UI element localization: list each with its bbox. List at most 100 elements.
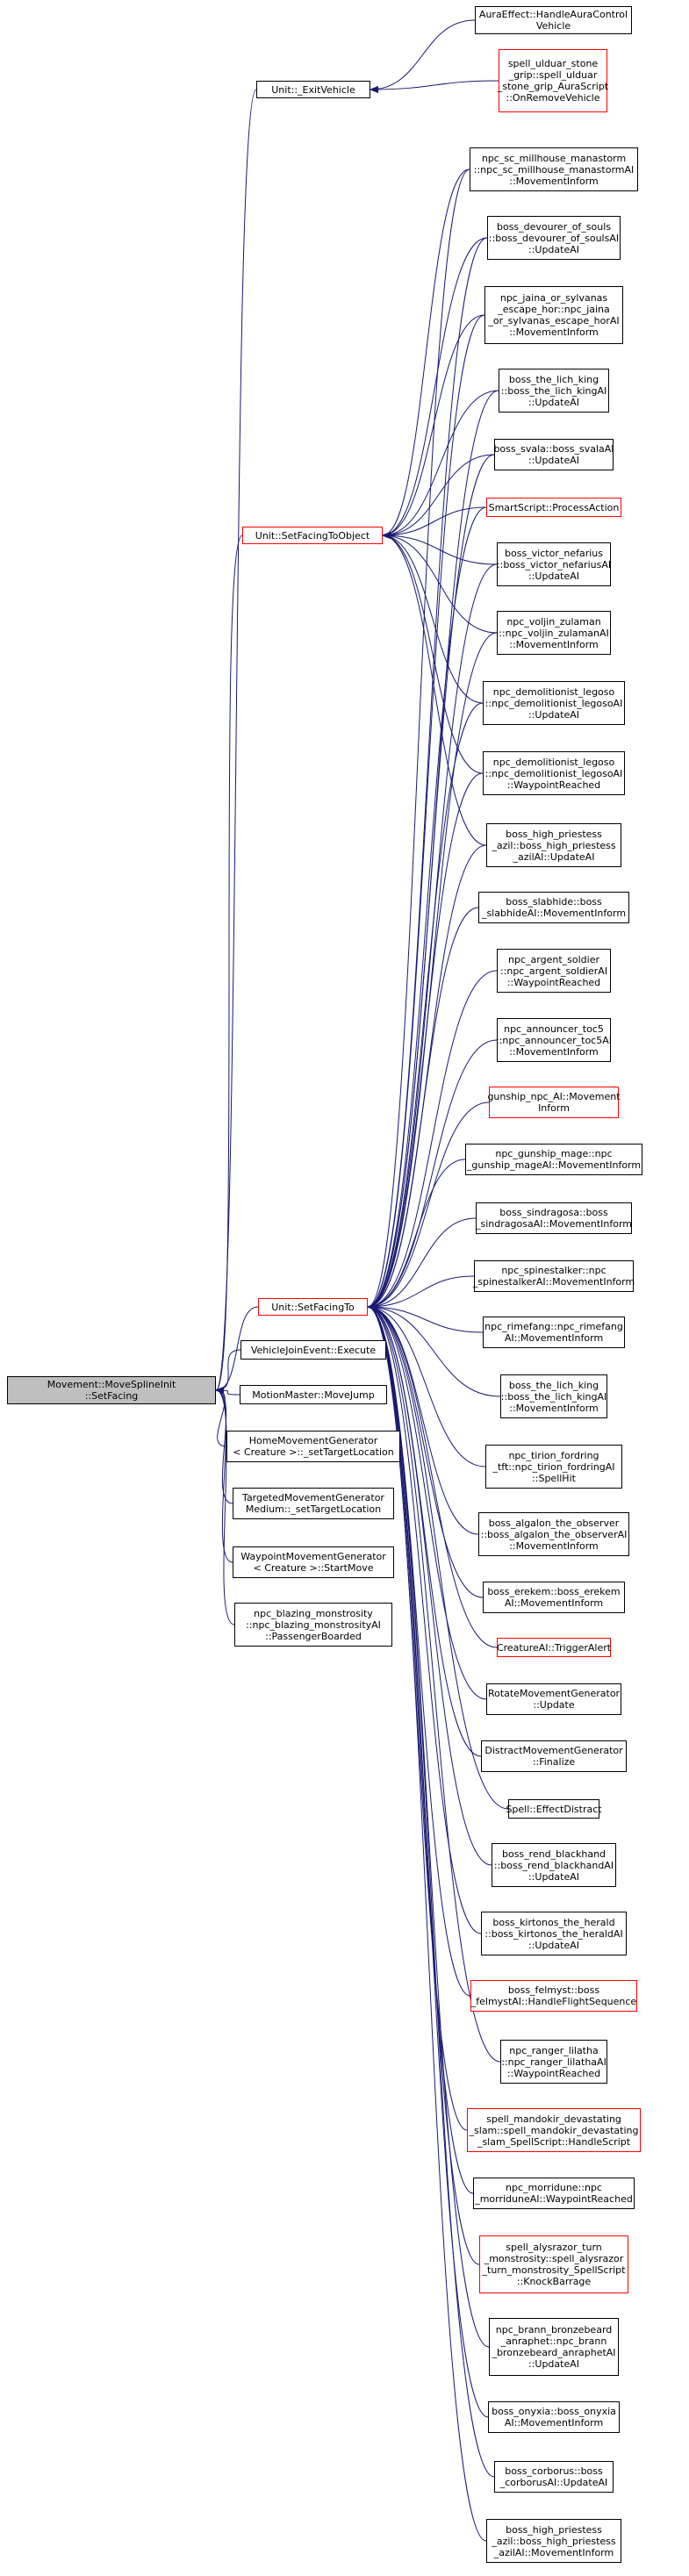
node-voljin-zulaman[interactable]: npc_voljin_zulaman ::npc_voljin_zulamanA… — [497, 611, 611, 655]
node-gunship-npc-ai[interactable]: gunship_npc_AI::Movement Inform — [487, 1087, 621, 1118]
node-label: DistractMovementGenerator ::Finalize — [484, 1745, 623, 1768]
edge-set_facing_to_object-to-root — [215, 535, 243, 1394]
node-jaina-or-sylvanas[interactable]: npc_jaina_or_sylvanas _escape_hor::npc_j… — [484, 286, 623, 344]
edge-corborus-to-set_facing_to — [367, 1303, 495, 2478]
node-rotate-movement-generator[interactable]: RotateMovementGenerator ::Update — [486, 1683, 621, 1715]
node-exit-vehicle[interactable]: Unit::_ExitVehicle — [256, 81, 370, 98]
edge-gunship_mage-to-set_facing_to — [367, 1159, 466, 1310]
edge-rimefang-to-set_facing_to — [367, 1303, 484, 1333]
node-high-priestess-azil-update-ai[interactable]: boss_high_priestess _azil::boss_high_pri… — [486, 823, 621, 867]
edge-legoso_update-to-set_facing_to — [367, 702, 484, 1310]
node-alysrazor-turn-monstrosity[interactable]: spell_alysrazor_turn _monstrosity::spell… — [479, 2235, 628, 2293]
node-victor-nefarius[interactable]: boss_victor_nefarius ::boss_victor_nefar… — [497, 542, 611, 586]
node-label: SmartScript::ProcessAction — [488, 501, 620, 513]
node-label: boss_rend_blackhand ::boss_rend_blackhan… — [493, 1848, 614, 1883]
node-set-facing-to[interactable]: Unit::SetFacingTo — [258, 1298, 368, 1316]
node-label: npc_ranger_lilatha ::npc_ranger_lilathaA… — [501, 2044, 606, 2079]
edge-creature_ai-to-set_facing_to — [367, 1303, 498, 1648]
edge-legoso_update-to-set_facing_to_object — [382, 532, 484, 704]
node-label: npc_brann_bronzebeard _anraphet::npc_bra… — [492, 2324, 616, 2370]
node-ranger-lilatha[interactable]: npc_ranger_lilatha ::npc_ranger_lilathaA… — [500, 2040, 607, 2084]
edge-felmyst-to-set_facing_to — [367, 1303, 471, 1997]
edge-devourer-to-set_facing_to_object — [382, 237, 488, 539]
edge-voljin-to-set_facing_to_object — [382, 532, 498, 634]
node-devourer-of-souls[interactable]: boss_devourer_of_souls ::boss_devourer_o… — [487, 216, 621, 260]
node-label: boss_high_priestess _azil::boss_high_pri… — [492, 2523, 616, 2558]
edge-spinestalker-to-set_facing_to — [367, 1275, 475, 1310]
node-label: Unit::SetFacingToObject — [255, 529, 370, 542]
node-kirtonos-the-herald[interactable]: boss_kirtonos_the_herald ::boss_kirtonos… — [481, 1912, 627, 1955]
edge-lich_king_update-to-set_facing_to_object — [382, 390, 499, 539]
node-argent-soldier[interactable]: npc_argent_soldier ::npc_argent_soldierA… — [497, 949, 611, 993]
node-waypoint-movement-generator[interactable]: WaypointMovementGenerator < Creature >::… — [233, 1546, 394, 1578]
node-sindragosa[interactable]: boss_sindragosa::boss _sindragosaAI::Mov… — [476, 1202, 632, 1234]
node-label: npc_announcer_toc5 ::npc_announcer_toc5A… — [496, 1023, 612, 1058]
node-legoso-update-ai[interactable]: npc_demolitionist_legoso ::npc_demolitio… — [483, 681, 625, 725]
node-corborus[interactable]: boss_corborus::boss _corborusAI::UpdateA… — [494, 2461, 614, 2493]
edge-azil_update-to-set_facing_to_object — [382, 532, 487, 846]
node-set-facing-to-object[interactable]: Unit::SetFacingToObject — [242, 527, 383, 544]
edge-exit_vehicle-to-root — [215, 89, 257, 1394]
node-legoso-waypoint-reached[interactable]: npc_demolitionist_legoso ::npc_demolitio… — [483, 751, 625, 795]
node-label: Unit::SetFacingTo — [271, 1301, 355, 1313]
edge-sindragosa-to-set_facing_to — [367, 1217, 477, 1310]
node-label: npc_spinestalker::npc _spinestalkerAI::M… — [472, 1265, 635, 1288]
edge-argent_soldier-to-set_facing_to — [367, 970, 498, 1310]
edge-svala-to-set_facing_to — [367, 454, 495, 1310]
node-creature-ai-trigger-alert[interactable]: CreatureAI::TriggerAlert — [497, 1638, 611, 1657]
node-tirion-fordring[interactable]: npc_tirion_fordring _tft::npc_tirion_for… — [485, 1445, 622, 1489]
node-svala-update-ai[interactable]: boss_svala::boss_svalaAI ::UpdateAI — [493, 439, 614, 470]
node-announcer-toc5[interactable]: npc_announcer_toc5 ::npc_announcer_toc5A… — [496, 1018, 612, 1062]
node-morridune[interactable]: npc_morridune::npc _morriduneAI::Waypoin… — [473, 2178, 635, 2209]
node-label: npc_morridune::npc _morriduneAI::Waypoin… — [475, 2182, 633, 2205]
node-motion-master-move-jump[interactable]: MotionMaster::MoveJump — [240, 1385, 387, 1404]
node-distract-movement-generator[interactable]: DistractMovementGenerator ::Finalize — [481, 1740, 627, 1772]
node-label: npc_blazing_monstrosity ::npc_blazing_mo… — [246, 1607, 381, 1642]
edge-gunship_npc-to-set_facing_to — [367, 1101, 490, 1310]
node-rend-blackhand[interactable]: boss_rend_blackhand ::boss_rend_blackhan… — [492, 1843, 616, 1887]
node-label: Movement::MoveSplineInit ::SetFacing — [47, 1379, 176, 1402]
node-label: npc_rimefang::npc_rimefang AI::MovementI… — [484, 1321, 623, 1344]
node-targeted-movement-generator[interactable]: TargetedMovementGenerator Medium::_setTa… — [233, 1488, 394, 1519]
node-blazing-monstrosity[interactable]: npc_blazing_monstrosity ::npc_blazing_mo… — [234, 1603, 392, 1647]
edge-rotate_gen-to-set_facing_to — [367, 1303, 487, 1700]
edge-smartscript-to-set_facing_to — [367, 506, 487, 1310]
node-algalon-the-observer[interactable]: boss_algalon_the_observer ::boss_algalon… — [478, 1512, 629, 1556]
node-millhouse-manastorm[interactable]: npc_sc_millhouse_manastorm ::npc_sc_mill… — [470, 147, 638, 191]
node-home-movement-generator[interactable]: HomeMovementGenerator < Creature >::_set… — [226, 1431, 400, 1462]
node-label: npc_voljin_zulaman ::npc_voljin_zulamanA… — [499, 615, 609, 650]
edge-smartscript-to-set_facing_to_object — [382, 506, 487, 539]
node-mandokir-devastating-slam[interactable]: spell_mandokir_devastating _slam::spell_… — [467, 2108, 641, 2152]
node-onyxia[interactable]: boss_onyxia::boss_onyxia AI::MovementInf… — [488, 2401, 620, 2433]
node-gunship-mage[interactable]: npc_gunship_mage::npc _gunship_mageAI::M… — [465, 1144, 642, 1175]
node-rimefang[interactable]: npc_rimefang::npc_rimefang AI::MovementI… — [483, 1317, 625, 1348]
node-label: npc_argent_soldier ::npc_argent_soldierA… — [499, 953, 608, 988]
node-spinestalker[interactable]: npc_spinestalker::npc _spinestalkerAI::M… — [472, 1260, 635, 1292]
node-label: boss_kirtonos_the_herald ::boss_kirtonos… — [484, 1916, 623, 1951]
node-vehicle-join-event-execute[interactable]: VehicleJoinEvent::Execute — [240, 1340, 386, 1360]
node-slabhide[interactable]: boss_slabhide::boss _slabhideAI::Movemen… — [478, 892, 629, 923]
node-label: gunship_npc_AI::Movement Inform — [487, 1091, 621, 1114]
edge-effect_distract-to-set_facing_to — [367, 1303, 509, 1810]
node-label: Unit::_ExitVehicle — [271, 83, 355, 96]
node-smartscript-process-action[interactable]: SmartScript::ProcessAction — [486, 498, 621, 517]
node-label: MotionMaster::MoveJump — [252, 1388, 375, 1401]
node-aura-effect-handle-aura-control-vehicle[interactable]: AuraEffect::HandleAuraControl Vehicle — [475, 6, 632, 34]
node-label: Spell::EffectDistract — [506, 1803, 602, 1815]
node-label: boss_the_lich_king ::boss_the_lich_kingA… — [500, 373, 607, 408]
edge-erekem-to-set_facing_to — [367, 1303, 484, 1598]
node-erekem[interactable]: boss_erekem::boss_erekem AI::MovementInf… — [483, 1582, 625, 1613]
edge-millhouse-to-set_facing_to_object — [382, 169, 470, 539]
node-lich-king-update-ai[interactable]: boss_the_lich_king ::boss_the_lich_kingA… — [499, 369, 609, 413]
node-high-priestess-azil-movement-inform[interactable]: boss_high_priestess _azil::boss_high_pri… — [486, 2519, 621, 2563]
node-spell-effect-distract[interactable]: Spell::EffectDistract — [506, 1799, 602, 1819]
node-label: npc_demolitionist_legoso ::npc_demolitio… — [484, 685, 623, 721]
node-spell-ulduar-stone-grip[interactable]: spell_ulduar_stone _grip::spell_ulduar _… — [498, 49, 608, 112]
node-label: VehicleJoinEvent::Execute — [250, 1344, 377, 1356]
node-lich-king-movement-inform[interactable]: boss_the_lich_king ::boss_the_lich_kingA… — [500, 1374, 607, 1418]
edge-legoso_waypoint-to-set_facing_to_object — [382, 532, 484, 774]
node-label: npc_gunship_mage::npc _gunship_mageAI::M… — [466, 1148, 642, 1171]
node-brann-bronzebeard[interactable]: npc_brann_bronzebeard _anraphet::npc_bra… — [489, 2318, 619, 2376]
node-felmyst-flight-sequence[interactable]: boss_felmyst::boss _felmystAI::HandleFli… — [470, 1980, 637, 2012]
node-label: npc_jaina_or_sylvanas _escape_hor::npc_j… — [488, 292, 620, 338]
